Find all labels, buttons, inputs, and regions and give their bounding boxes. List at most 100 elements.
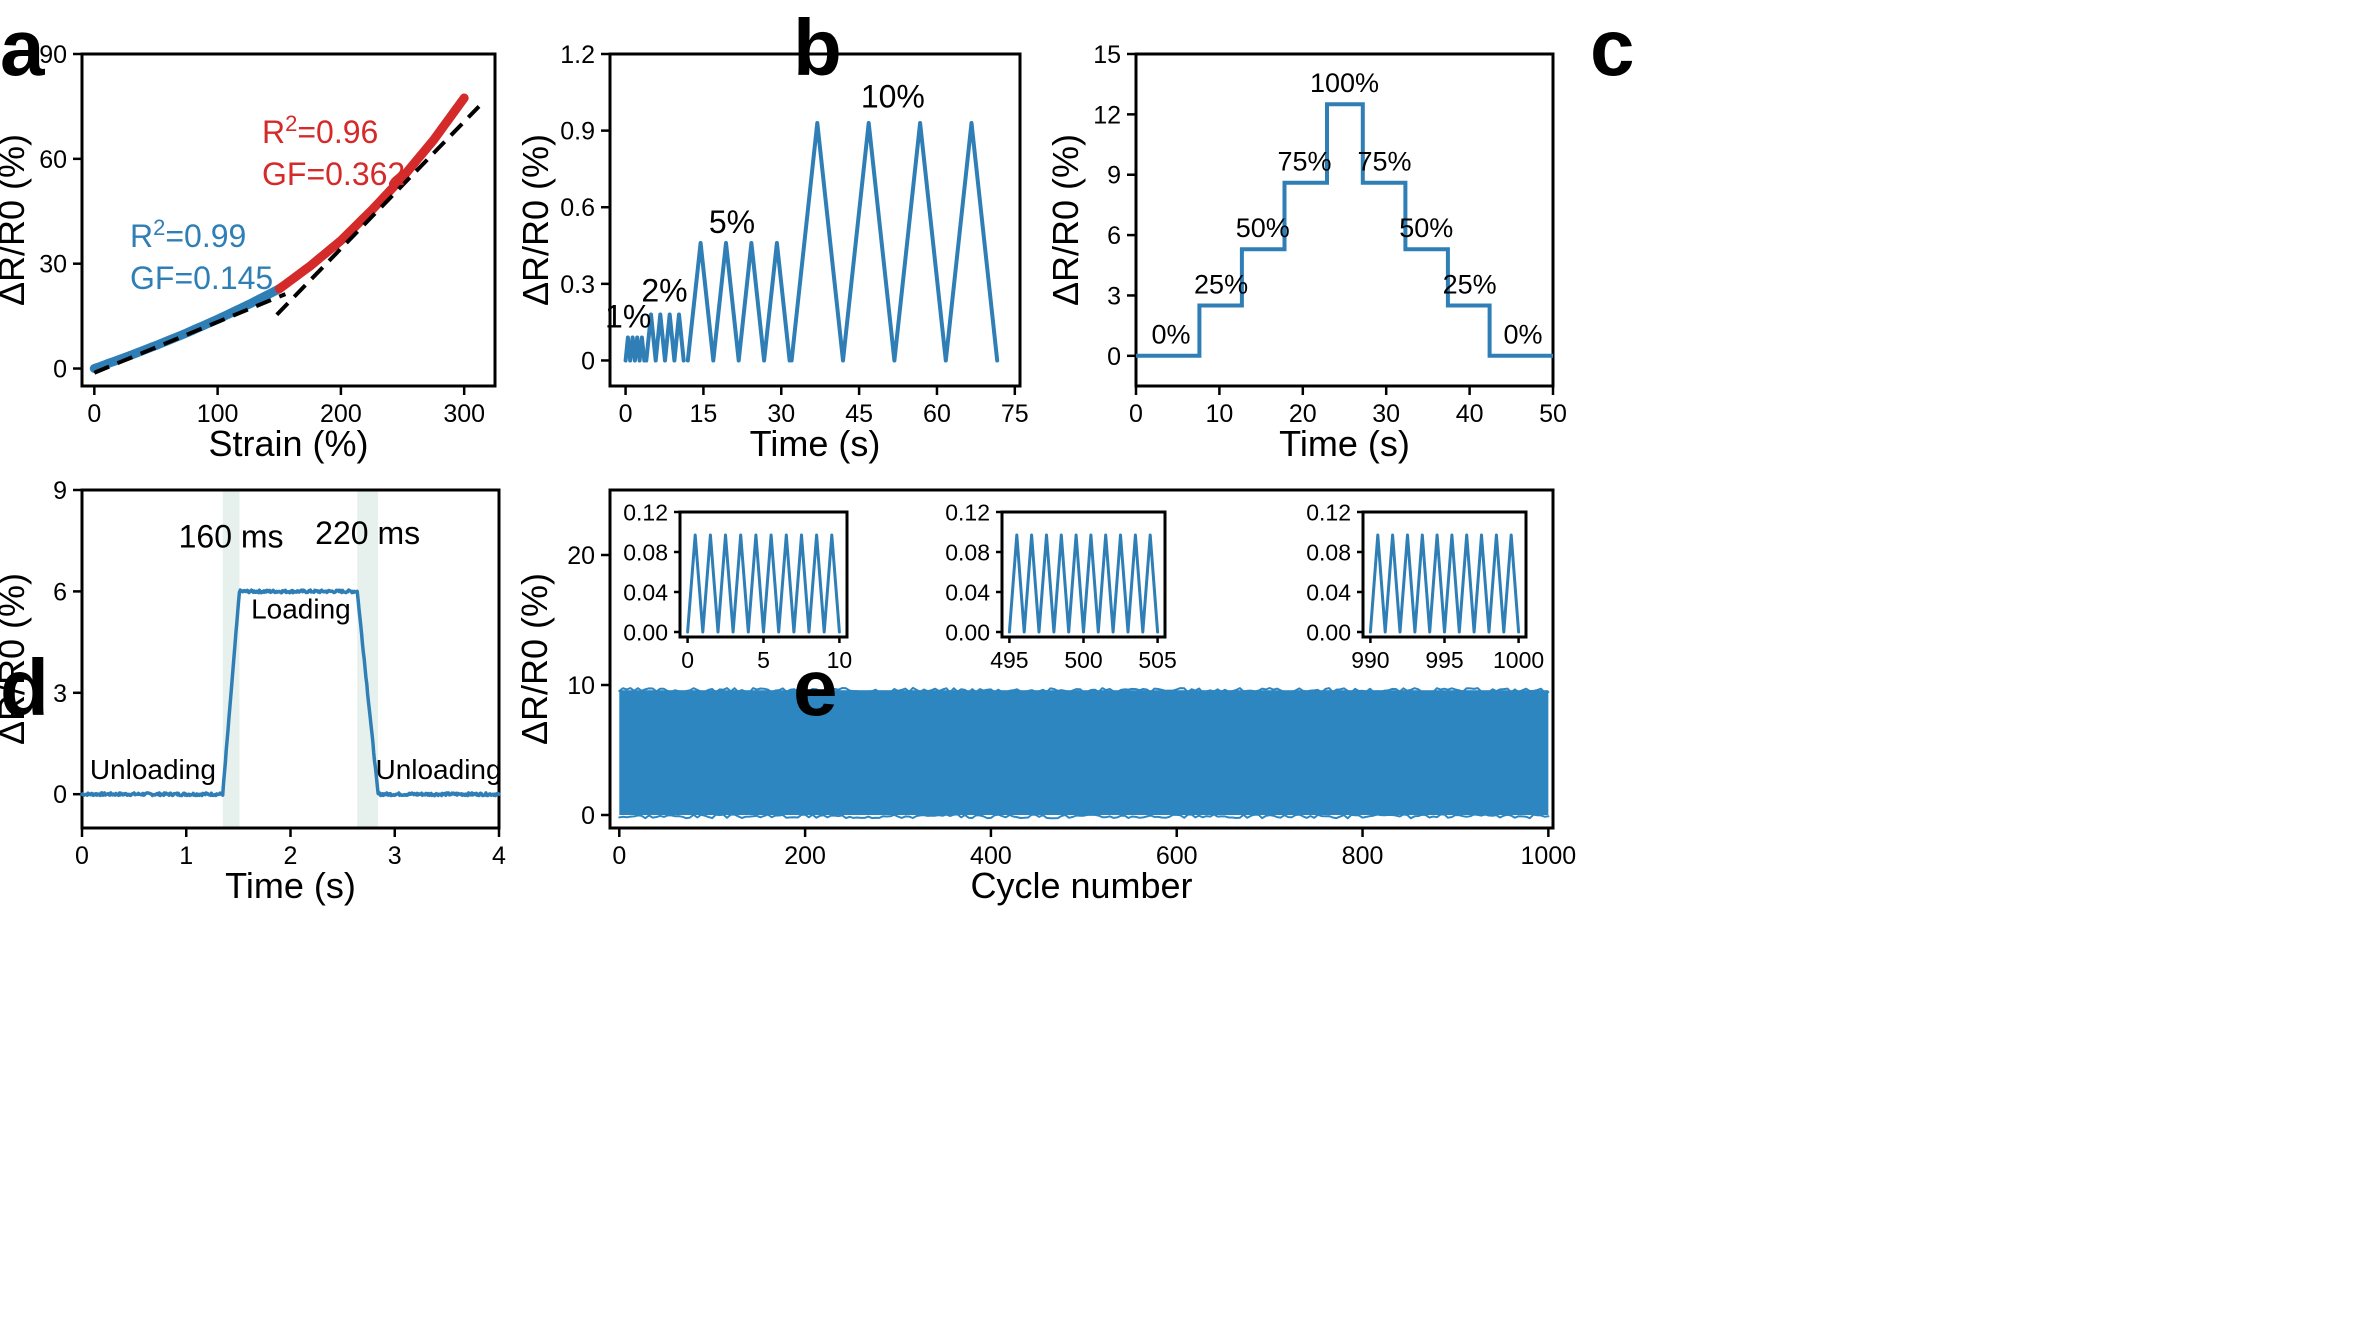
- x-tick-label: 3: [388, 842, 402, 870]
- y-axis-label: ΔR/R0 (%): [514, 573, 555, 745]
- x-tick-label: 0: [87, 400, 101, 428]
- x-tick-label: 500: [1064, 647, 1102, 673]
- y-tick-label: 0.12: [1306, 499, 1351, 525]
- response-label: Loading: [251, 593, 351, 624]
- strain-cycles-4: [789, 121, 1000, 363]
- cyclic-signal-bottom-edge: [618, 813, 1550, 820]
- step-level-label: 0%: [1152, 320, 1191, 350]
- x-tick-label: 15: [690, 400, 718, 428]
- x-axis-label: Time (s): [750, 423, 881, 464]
- y-axis-label: ΔR/R0 (%): [0, 134, 32, 306]
- y-tick-label: 60: [39, 146, 67, 174]
- x-tick-label: 1000: [1521, 842, 1577, 870]
- response-label: Unloading: [90, 754, 216, 785]
- x-tick-label: 20: [1289, 400, 1317, 428]
- r-squared-label: R2=0.96: [262, 111, 378, 150]
- step-level-label: 100%: [1310, 68, 1379, 98]
- step-level-label: 50%: [1236, 213, 1290, 243]
- x-tick-label: 200: [320, 400, 362, 428]
- x-tick-label: 990: [1351, 647, 1389, 673]
- x-tick-label: 5: [757, 647, 770, 673]
- gauge-factor-label: GF=0.145: [130, 260, 273, 296]
- plot-frame: [608, 488, 1555, 830]
- x-tick-label: 4: [492, 842, 506, 870]
- series-red-high-strain: [274, 93, 469, 294]
- x-tick-label: 10: [1205, 400, 1233, 428]
- plot-frame: [80, 52, 497, 388]
- x-tick-label: 40: [1456, 400, 1484, 428]
- strain-cycles-2: [644, 312, 686, 363]
- y-axis-label: ΔR/R0 (%): [1045, 134, 1086, 306]
- x-tick-label: 1000: [1493, 647, 1544, 673]
- response-label: 220 ms: [315, 515, 420, 551]
- y-tick-label: 90: [39, 41, 67, 69]
- y-tick-label: 0.08: [945, 539, 990, 565]
- panel-letter-e: e: [793, 643, 838, 732]
- y-tick-label: 0.00: [1306, 619, 1351, 645]
- x-tick-label: 50: [1539, 400, 1567, 428]
- y-tick-label: 0.04: [1306, 579, 1351, 605]
- x-tick-label: 0: [1129, 400, 1143, 428]
- x-axis-label: Cycle number: [970, 865, 1192, 906]
- y-tick-label: 0.3: [560, 271, 595, 299]
- step-level-label: 75%: [1358, 147, 1412, 177]
- panel-letter-a: a: [0, 3, 45, 92]
- plot-frame: [608, 52, 1022, 388]
- y-tick-label: 0.9: [560, 118, 595, 146]
- panel-letter-b: b: [793, 3, 842, 92]
- y-tick-label: 0.00: [945, 619, 990, 645]
- y-tick-label: 6: [53, 578, 67, 606]
- inset-cycles-2: [1007, 533, 1160, 634]
- cyclic-signal-band: [619, 690, 1549, 815]
- y-tick-label: 0.04: [945, 579, 990, 605]
- y-tick-label: 15: [1093, 41, 1121, 69]
- x-tick-label: 75: [1001, 400, 1029, 428]
- step-level-label: 25%: [1194, 269, 1248, 299]
- y-tick-label: 6: [1107, 222, 1121, 250]
- y-tick-label: 0: [581, 347, 595, 375]
- step-level-label: 25%: [1443, 269, 1497, 299]
- x-tick-label: 0: [612, 842, 626, 870]
- y-tick-label: 9: [53, 477, 67, 505]
- y-tick-label: 0.08: [623, 539, 668, 565]
- y-tick-label: 0: [1107, 343, 1121, 371]
- x-tick-label: 10: [827, 647, 853, 673]
- y-tick-label: 0.6: [560, 194, 595, 222]
- y-tick-label: 3: [53, 680, 67, 708]
- x-tick-label: 400: [970, 842, 1012, 870]
- y-axis-label: ΔR/R0 (%): [515, 134, 556, 306]
- x-tick-label: 0: [75, 842, 89, 870]
- y-tick-label: 0.12: [623, 499, 668, 525]
- series-blue-low-strain: [89, 284, 284, 373]
- y-tick-label: 0.08: [1306, 539, 1351, 565]
- response-label: 160 ms: [179, 518, 284, 554]
- x-tick-label: 995: [1425, 647, 1463, 673]
- y-axis-label: ΔR/R0 (%): [0, 573, 32, 745]
- y-tick-label: 12: [1093, 101, 1121, 129]
- x-axis-label: Strain (%): [208, 423, 368, 464]
- panel-letter-c: c: [1590, 3, 1635, 92]
- gauge-factor-label: GF=0.362: [262, 156, 405, 192]
- y-tick-label: 30: [39, 251, 67, 279]
- inset-cycles-1: [686, 533, 841, 634]
- y-tick-label: 3: [1107, 282, 1121, 310]
- x-tick-label: 0: [619, 400, 633, 428]
- strain-level-label: 2%: [641, 273, 687, 309]
- strain-level-label: 10%: [861, 79, 925, 115]
- step-response-line: [1136, 102, 1553, 358]
- cyclic-signal-top-edge: [618, 686, 1550, 694]
- x-tick-label: 0: [681, 647, 694, 673]
- inset-cycles-3: [1368, 533, 1521, 634]
- y-tick-label: 1.2: [560, 41, 595, 69]
- y-tick-label: 10: [567, 672, 595, 700]
- response-label: Unloading: [375, 754, 501, 785]
- x-tick-label: 495: [990, 647, 1028, 673]
- y-tick-label: 0: [53, 356, 67, 384]
- x-tick-label: 505: [1138, 647, 1176, 673]
- step-level-label: 75%: [1277, 147, 1331, 177]
